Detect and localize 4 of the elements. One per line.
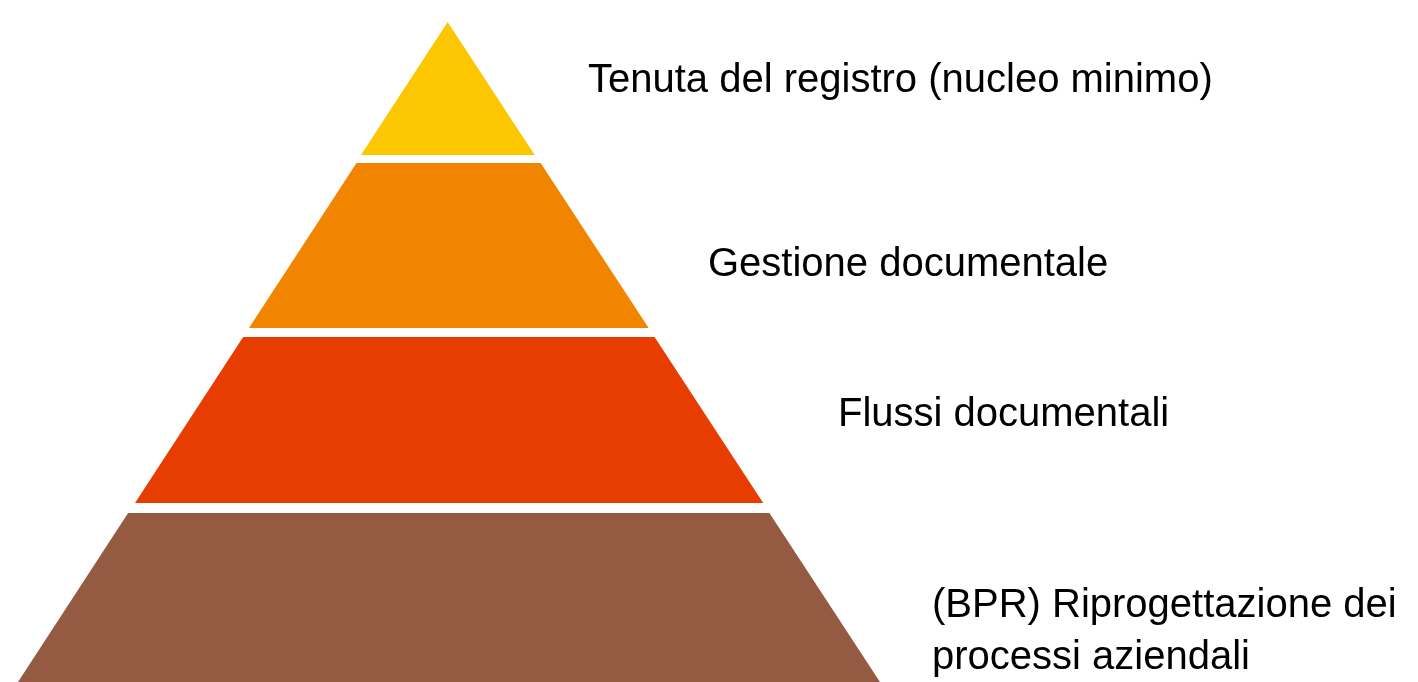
tier-label: Flussi documentali	[838, 389, 1171, 436]
tier-label: Tenuta del registro (nucleo minimo)	[588, 55, 1214, 102]
tier-label: Gestione documentale	[708, 239, 1110, 286]
tier-label: (BPR) Riprogettazione dei processi aziendali	[932, 580, 1398, 679]
